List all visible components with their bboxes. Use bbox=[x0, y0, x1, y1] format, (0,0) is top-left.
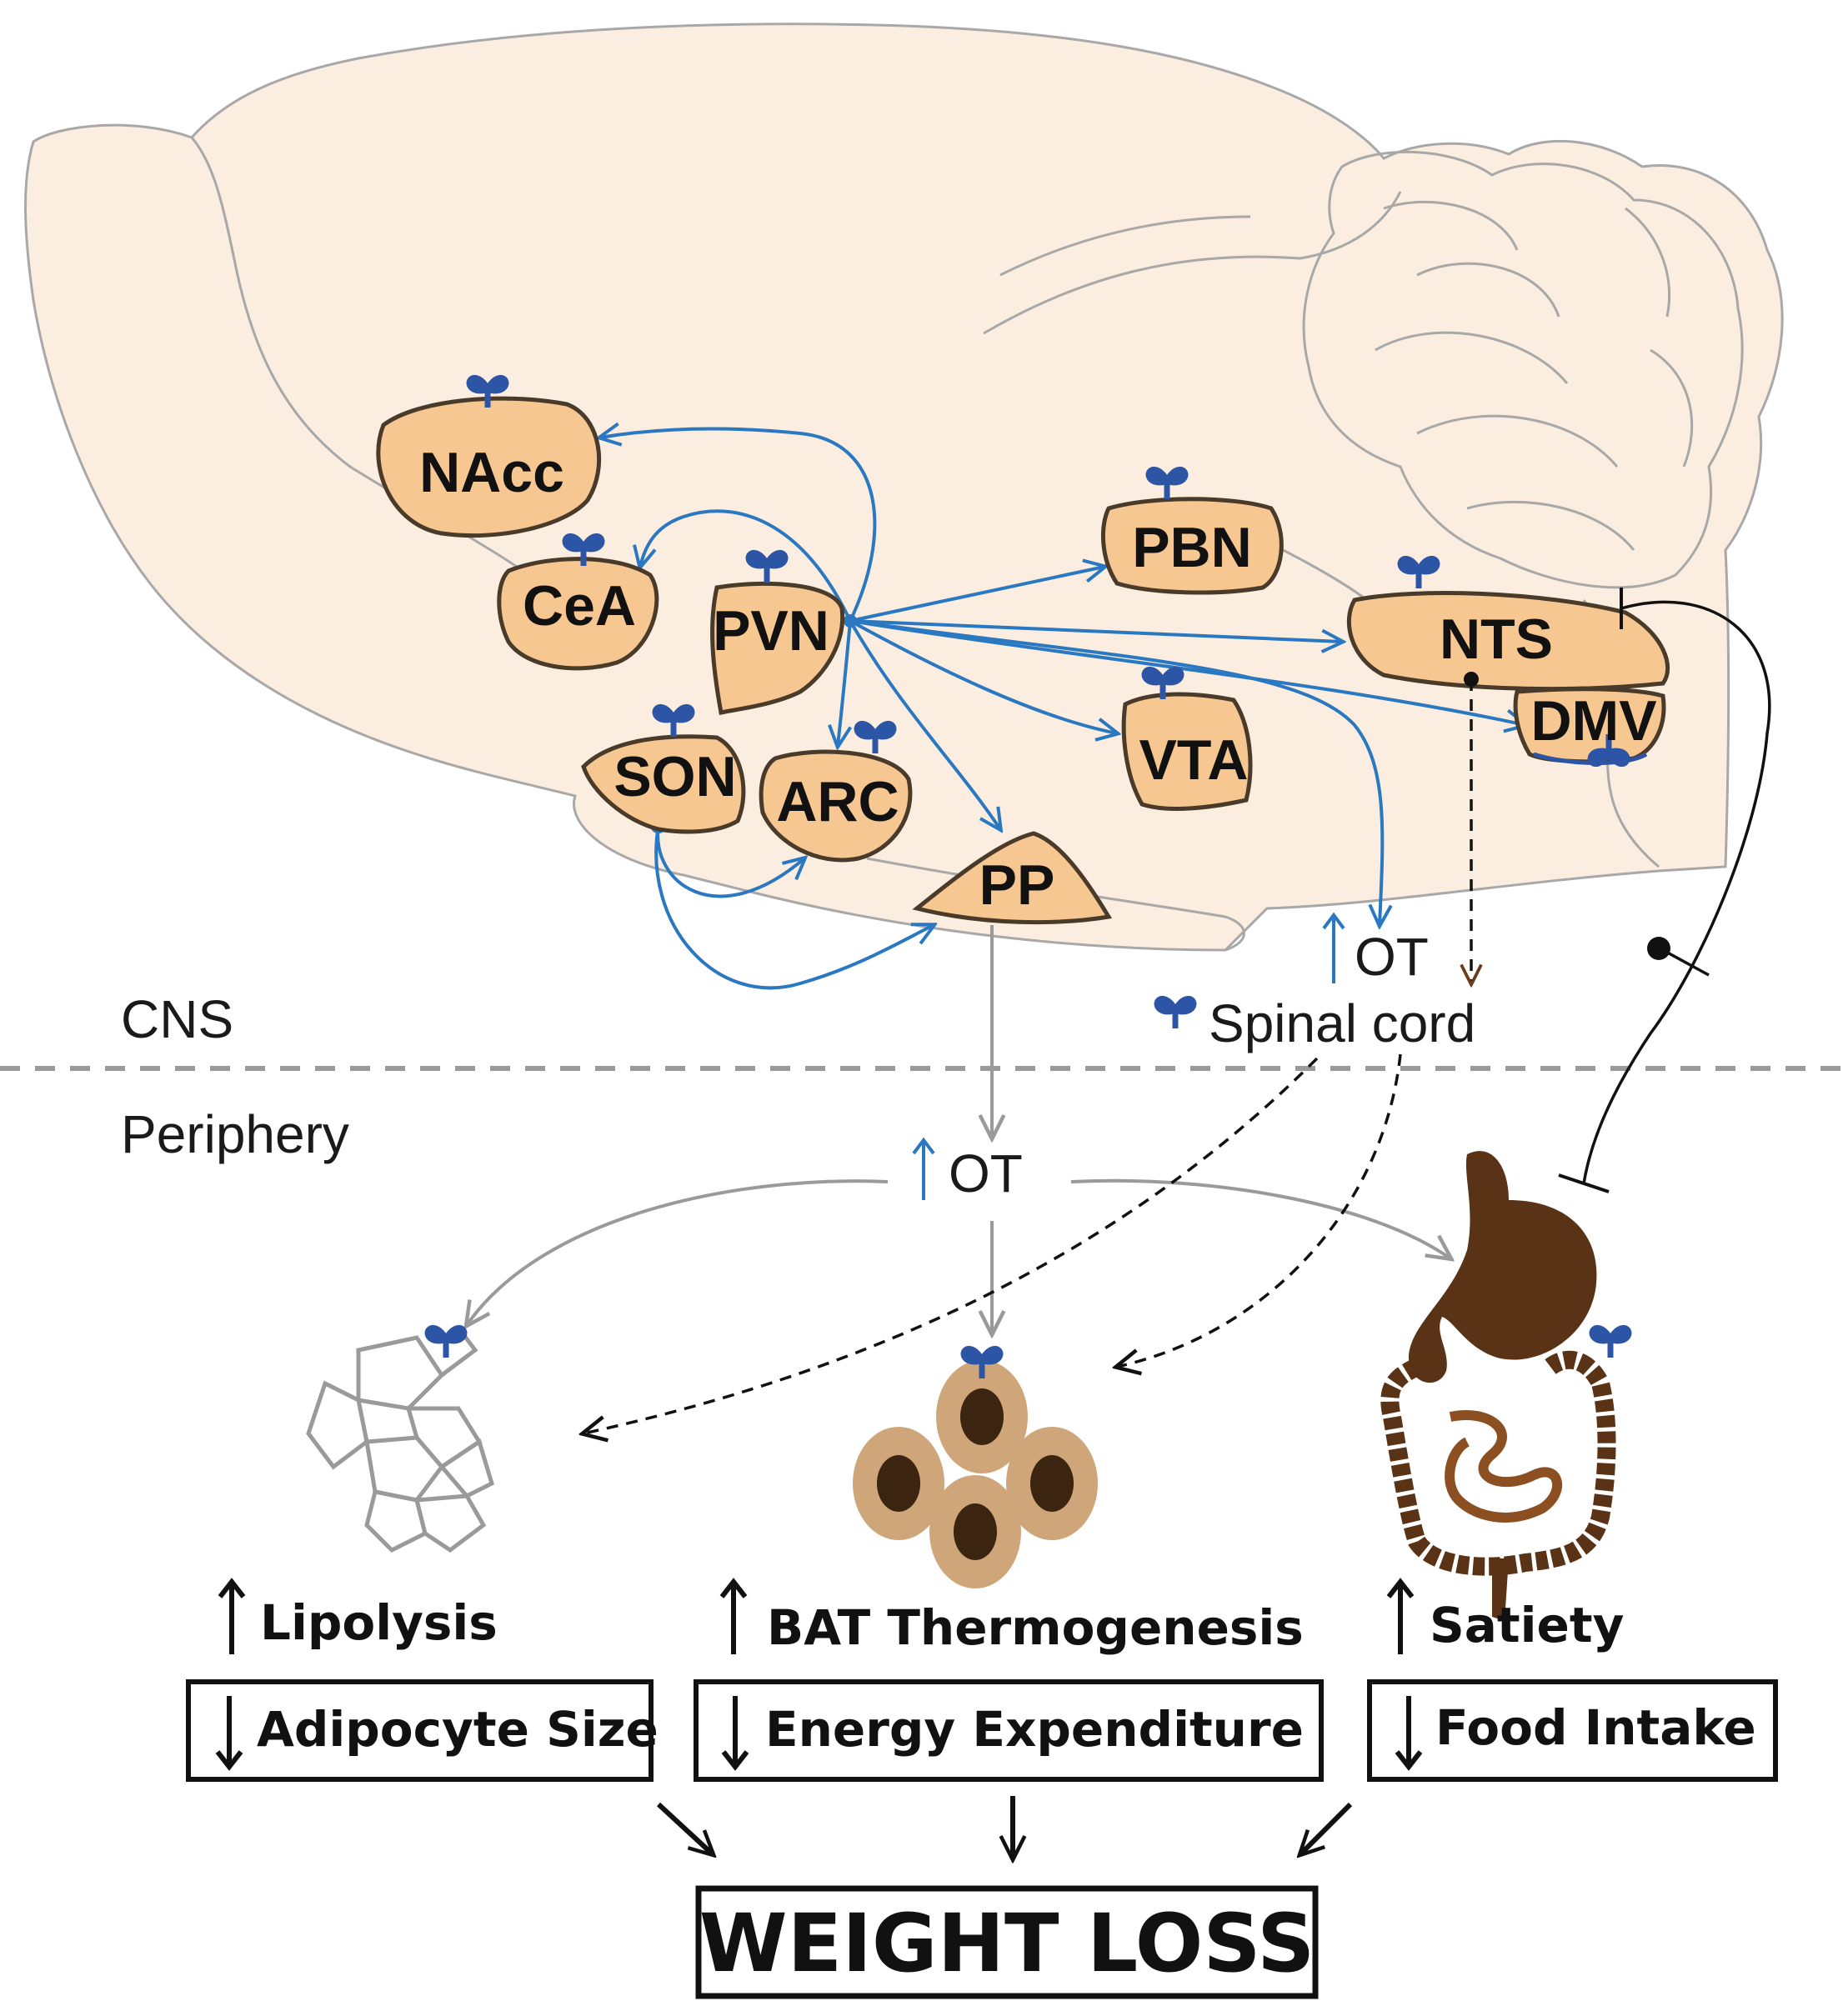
vagal-afferent-line bbox=[1662, 948, 1710, 977]
pvn-projections bbox=[600, 429, 1525, 990]
outcome-weight-loss: WEIGHT LOSS bbox=[695, 1885, 1319, 1999]
ot-periphery-label: OT bbox=[949, 1143, 1023, 1203]
stomach-intestine-icon bbox=[1380, 1151, 1616, 1621]
nucleus-pvn: PVN bbox=[710, 553, 845, 715]
nucleus-son: SON bbox=[581, 707, 746, 834]
energy-label: Energy Expenditure bbox=[765, 1701, 1304, 1758]
adipose-tissue-icon bbox=[306, 1332, 494, 1553]
down-arrow-icon bbox=[1395, 1696, 1423, 1771]
projection-son-pp bbox=[654, 824, 934, 990]
effect-lipolysis: Lipolysis bbox=[218, 1578, 498, 1654]
effect-satiety: Satiety bbox=[1386, 1578, 1624, 1654]
oxytocin-receptor-icon bbox=[1592, 1328, 1629, 1358]
pbn-label: PBN bbox=[1132, 516, 1252, 579]
spinal-to-adipose bbox=[583, 1057, 1319, 1433]
effect-bat-thermogenesis: BAT Thermogenesis bbox=[719, 1578, 1304, 1656]
spinal-to-bat bbox=[1117, 1053, 1402, 1367]
down-arrow-icon bbox=[721, 1696, 749, 1771]
periphery-label: Periphery bbox=[121, 1104, 349, 1164]
ot-spinal-group: OT Spinal cord bbox=[1157, 912, 1475, 1053]
pvn-origin-dot bbox=[844, 614, 857, 628]
satiety-label: Satiety bbox=[1430, 1597, 1624, 1653]
projection-pvn-pbn bbox=[849, 567, 1104, 623]
spinal-outputs bbox=[583, 1053, 1402, 1433]
adipocyte-label: Adipocyte Size bbox=[257, 1701, 659, 1758]
up-arrow-icon bbox=[719, 1578, 748, 1654]
up-arrow-icon bbox=[1322, 912, 1345, 983]
cns-label: CNS bbox=[121, 989, 233, 1049]
projection-pvn-vta bbox=[849, 619, 1117, 733]
ot-target-paths bbox=[467, 1178, 1450, 1333]
vta-label: VTA bbox=[1139, 728, 1249, 792]
food-label: Food Intake bbox=[1435, 1699, 1756, 1756]
projection-pvn-pp bbox=[849, 620, 1000, 829]
spinal-cord-label: Spinal cord bbox=[1209, 993, 1475, 1053]
vagal-afferent-dot bbox=[1647, 937, 1670, 960]
box-energy-expenditure: Energy Expenditure bbox=[694, 1679, 1324, 1782]
oxytocin-receptor-icon bbox=[1157, 998, 1194, 1028]
up-arrow-icon bbox=[912, 1137, 935, 1200]
converging-arrows bbox=[656, 1796, 1353, 1858]
vagal-terminal-gut bbox=[1558, 1173, 1610, 1193]
nacc-label: NAcc bbox=[419, 441, 564, 504]
ot-to-gut bbox=[1070, 1178, 1450, 1258]
brown-adipose-icon bbox=[853, 1360, 1098, 1588]
nucleus-vta: VTA bbox=[1121, 669, 1253, 811]
up-arrow-icon bbox=[218, 1578, 246, 1654]
nucleus-cea: CeA bbox=[497, 536, 659, 671]
pvn-label: PVN bbox=[713, 599, 829, 663]
projection-pvn-cea bbox=[640, 509, 852, 622]
projection-pvn-dmv bbox=[849, 619, 1525, 725]
vagal-efferent-line bbox=[1582, 600, 1771, 1184]
pp-label: PP bbox=[979, 853, 1055, 917]
arc-label: ARC bbox=[776, 770, 899, 833]
projection-pvn-spinal bbox=[849, 619, 1382, 925]
nts-label: NTS bbox=[1440, 608, 1553, 671]
nucleus-dmv: DMV bbox=[1513, 687, 1666, 764]
son-label: SON bbox=[613, 745, 736, 808]
down-arrow-icon bbox=[215, 1696, 243, 1771]
cerebellum-outline bbox=[1302, 150, 1744, 589]
nucleus-pp: PP bbox=[912, 831, 1113, 925]
projection-pvn-nacc bbox=[600, 429, 877, 622]
weight-loss-label: WEIGHT LOSS bbox=[699, 1897, 1315, 1990]
ot-periphery-group: OT bbox=[912, 1137, 1023, 1203]
cea-label: CeA bbox=[523, 574, 636, 638]
projection-pvn-nts bbox=[849, 619, 1342, 642]
dmv-label: DMV bbox=[1530, 689, 1656, 753]
up-arrow-icon bbox=[1386, 1578, 1415, 1654]
projection-pvn-arc bbox=[838, 620, 850, 746]
ot-to-adipose bbox=[467, 1179, 889, 1325]
box-food-intake: Food Intake bbox=[1367, 1679, 1778, 1782]
lipolysis-label: Lipolysis bbox=[260, 1594, 498, 1651]
ot-spinal-label: OT bbox=[1355, 927, 1429, 987]
nucleus-pbn: PBN bbox=[1100, 469, 1284, 595]
box-adipocyte-size: Adipocyte Size bbox=[186, 1679, 659, 1782]
projection-son-arc bbox=[656, 824, 804, 898]
nucleus-arc: ARC bbox=[759, 723, 913, 863]
nucleus-nacc: NAcc bbox=[376, 378, 602, 538]
nucleus-nts: NTS bbox=[1346, 558, 1670, 692]
bat-label: BAT Thermogenesis bbox=[767, 1599, 1304, 1656]
